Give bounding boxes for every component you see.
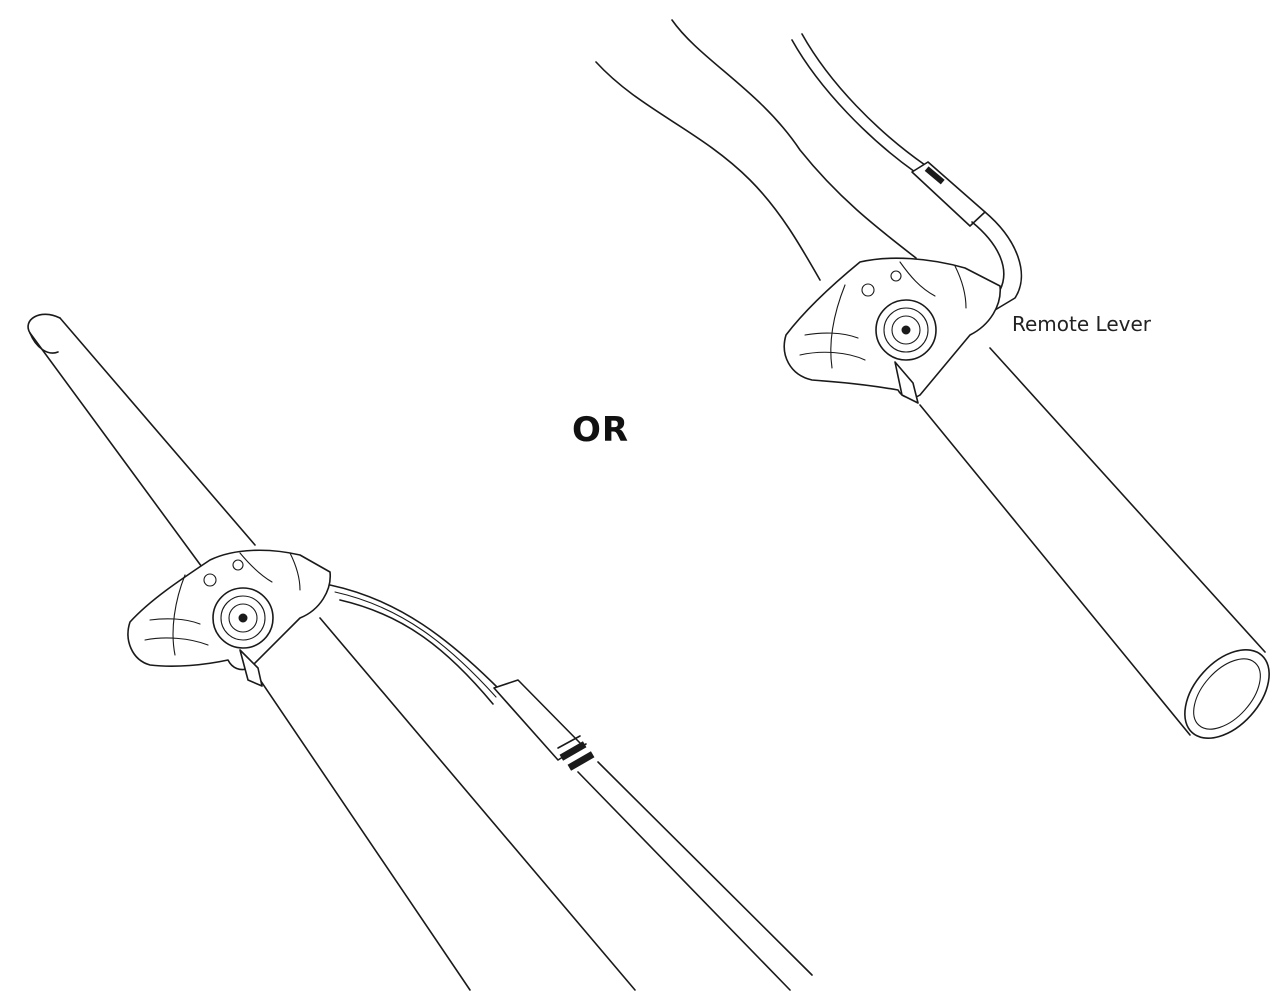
right-handlebar: [595, 19, 1270, 739]
left-variant: [27, 313, 813, 991]
or-separator: OR: [572, 410, 630, 450]
left-remote-lever: [127, 549, 331, 687]
left-handlebar: [27, 313, 636, 991]
remote-lever-label: Remote Lever: [1012, 312, 1151, 336]
right-remote-lever: [783, 257, 1001, 404]
right-variant: [595, 19, 1270, 739]
left-cable: [329, 584, 813, 991]
